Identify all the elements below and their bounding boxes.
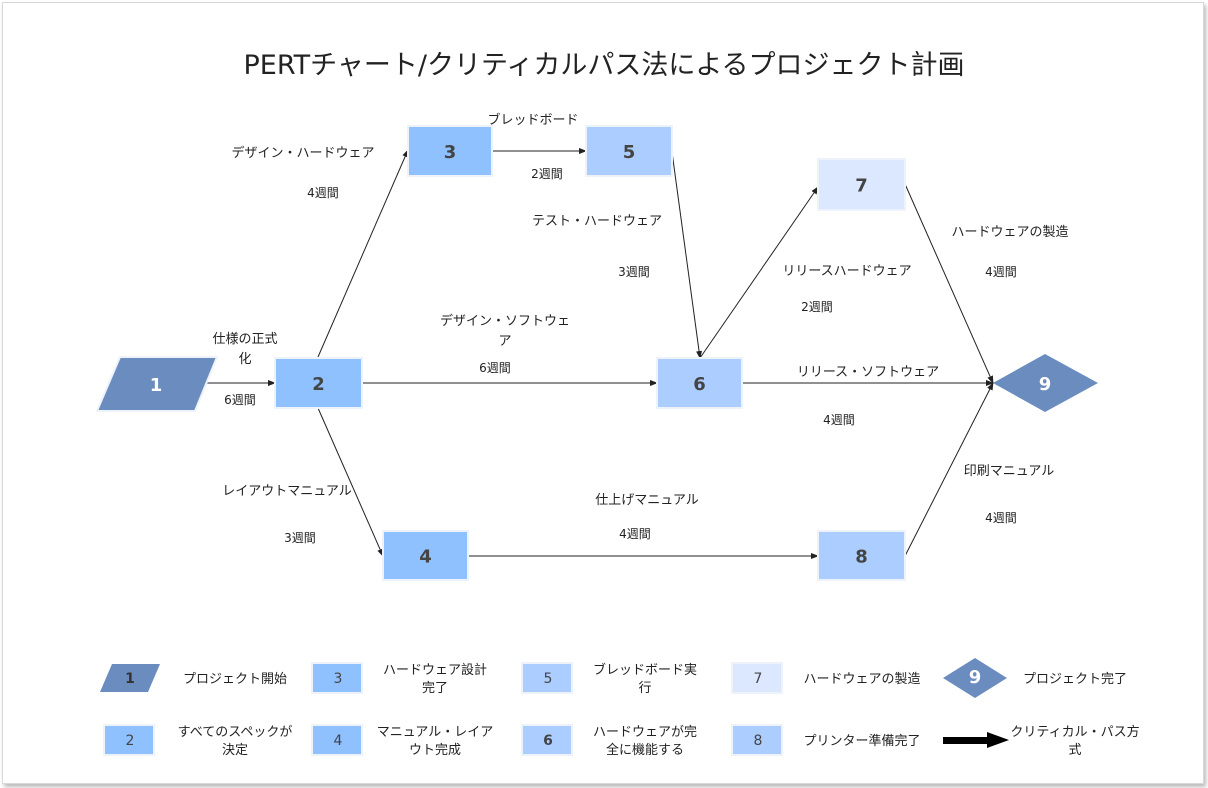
node-9-finish <box>993 354 1098 412</box>
edge-label: リリースハードウェア <box>782 264 911 279</box>
node-label-4: 4 <box>419 547 432 568</box>
edge-duration: 4週間 <box>985 265 1017 279</box>
node-1-start <box>95 356 219 412</box>
legend-key: 6 <box>543 733 553 749</box>
legend-text: ブレッドボード実 <box>593 662 697 678</box>
legend-text: マニュアル・レイア <box>377 725 494 740</box>
legend-key: 2 <box>126 733 135 749</box>
edge-label: レイアウトマニュアル <box>222 484 352 499</box>
edge-duration: 3週間 <box>618 265 650 279</box>
legend-critical-path-arrow-icon <box>943 737 987 744</box>
legend-text: クリティカル・パス方 <box>1010 724 1139 740</box>
legend-text: ウト完成 <box>409 743 461 758</box>
edge-label: デザイン・ソフトウェ <box>440 313 570 329</box>
edge-label: ア <box>498 334 511 349</box>
edge-duration: 4週間 <box>619 527 651 541</box>
node-6 <box>656 357 743 409</box>
node-4 <box>382 530 469 581</box>
page-title: PERTチャート/クリティカルパス法によるプロジェクト計画 <box>243 50 964 81</box>
legend-key: 7 <box>754 671 763 687</box>
arrow-head-icon <box>987 732 1009 748</box>
legend-key: 8 <box>754 733 763 749</box>
legend-swatch-1 <box>100 664 160 692</box>
legend-text: 式 <box>1068 743 1081 758</box>
node-label-2: 2 <box>312 374 325 395</box>
legend-swatch-3 <box>311 662 363 694</box>
edge-2-4 <box>317 407 384 557</box>
legend-text: ハードウェアが完 <box>593 725 697 740</box>
edge-label: 仕上げマニュアル <box>595 493 699 508</box>
legend-swatch-7 <box>731 662 783 694</box>
legend-text: ハードウェア設計 <box>383 662 487 678</box>
legend-key: 3 <box>334 671 343 687</box>
legend-text: プロジェクト開始 <box>183 672 287 687</box>
node-label-1: 1 <box>150 375 163 396</box>
node-5 <box>585 125 673 177</box>
edge-6-7 <box>699 186 819 359</box>
edge-duration: 6週間 <box>479 361 511 375</box>
legend-swatch-2 <box>103 724 155 756</box>
legend-key: 1 <box>125 671 135 687</box>
edge-duration: 2週間 <box>801 300 833 314</box>
legend-text: 完了 <box>422 681 448 696</box>
legend-key: 4 <box>334 733 343 749</box>
legend-swatch-8 <box>731 724 783 756</box>
node-label-8: 8 <box>855 547 868 568</box>
edge-duration: 4週間 <box>823 413 855 427</box>
edge-label: デザイン・ハードウェア <box>231 145 374 161</box>
node-3 <box>407 125 493 177</box>
edge-5-6 <box>671 151 703 359</box>
edge-label: ブレッドボード <box>487 112 578 128</box>
legend-text: 全に機能する <box>606 742 684 758</box>
node-8 <box>817 530 906 581</box>
edge-label: ハードウェアの製造 <box>951 225 1068 240</box>
legend-swatch-9 <box>943 658 1007 698</box>
edge-label: 印刷マニュアル <box>964 464 1055 479</box>
edge-duration: 2週間 <box>531 167 563 181</box>
node-label-9: 9 <box>1039 374 1052 395</box>
edge-duration: 6週間 <box>224 393 256 407</box>
edge-duration: 3週間 <box>284 531 316 545</box>
legend-text: プロジェクト完了 <box>1023 672 1127 687</box>
legend-swatch-6 <box>521 724 573 756</box>
legend-text: ハードウェアの製造 <box>803 672 920 687</box>
legend-text: 決定 <box>222 743 248 758</box>
edge-2-3 <box>317 149 409 358</box>
node-label-5: 5 <box>623 142 636 163</box>
edge-duration: 4週間 <box>307 186 339 200</box>
legend-text: プリンター準備完了 <box>803 733 920 749</box>
legend-text: すべてのスペックが <box>178 725 293 740</box>
edge-8-9 <box>904 382 994 557</box>
legend-text: 行 <box>638 681 651 696</box>
edge-label: リリース・ソフトウェア <box>797 365 939 380</box>
node-label-7: 7 <box>855 176 868 197</box>
node-2 <box>274 357 363 409</box>
edge-duration: 4週間 <box>985 511 1017 525</box>
node-label-3: 3 <box>444 142 457 163</box>
legend-key: 5 <box>544 671 553 687</box>
edge-label: 化 <box>238 352 251 367</box>
node-label-6: 6 <box>693 374 706 395</box>
edge-label: 仕様の正式 <box>212 332 277 347</box>
edge-label: テスト・ハードウェア <box>532 214 662 229</box>
edge-7-9 <box>904 183 994 384</box>
legend-key: 9 <box>969 667 982 688</box>
node-7 <box>817 158 906 211</box>
legend-swatch-5 <box>521 662 573 694</box>
legend-swatch-4 <box>311 724 363 756</box>
